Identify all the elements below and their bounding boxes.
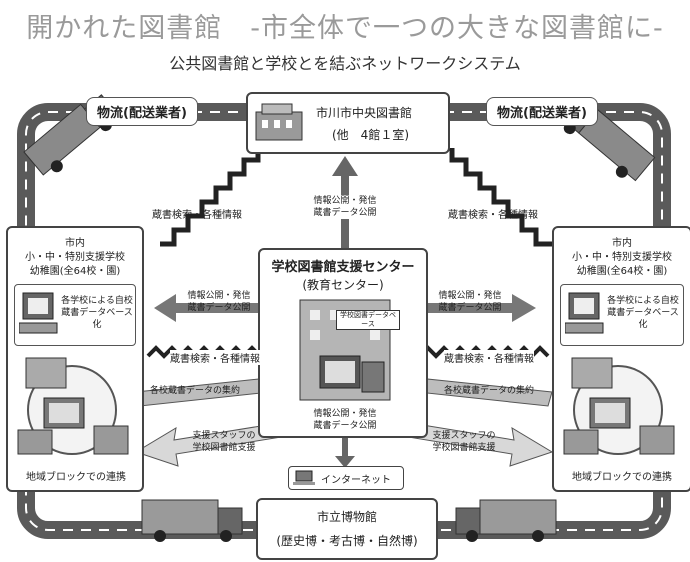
- arrow-up-head: [332, 156, 358, 176]
- stair-right: [449, 148, 552, 247]
- school-box-right: 市内 小・中・特別支援学校 幼稚園(全64校・園) 各学校による自校蔵書データベ…: [552, 226, 690, 492]
- label-data-left: 各校蔵書データの集約: [150, 386, 241, 396]
- label-support-right: 支援スタッフの 学校図書館支援: [432, 431, 496, 453]
- school-left-line2: 小・中・特別支援学校: [25, 252, 125, 263]
- library-building-icon: [255, 103, 303, 141]
- logistics-label-right: 物流(配送業者): [486, 97, 598, 126]
- page-subtitle: 公共図書館と学校とを結ぶネットワークシステム: [169, 54, 521, 73]
- school-right-db-panel: 各学校による自校蔵書データベース化: [560, 284, 684, 346]
- label-center-to-right: 情報公開・発信 蔵書データ公開: [438, 291, 502, 313]
- school-left-line1: 市内: [65, 238, 85, 249]
- central-library-name: 市川市中央図書館: [316, 106, 413, 120]
- label-search-left-top: 蔵書検索・各種情報: [152, 210, 242, 221]
- museum-name: 市立博物館: [316, 510, 377, 524]
- school-box-left: 市内 小・中・特別支援学校 幼稚園(全64校・園) 各学校による自校蔵書データベ…: [6, 226, 144, 492]
- school-left-block: 地域ブロックでの連携: [26, 472, 126, 483]
- school-left-db-panel: 各学校による自校蔵書データベース化: [14, 284, 136, 346]
- label-center-to-library: 情報公開・発信 蔵書データ公開: [300, 195, 390, 219]
- label-search-right-mid: 蔵書検索・各種情報: [444, 350, 534, 365]
- label-search-left-mid: 蔵書検索・各種情報: [170, 350, 260, 365]
- label-center-to-left: 情報公開・発信 蔵書データ公開: [187, 291, 251, 313]
- school-left-db-note: 各学校による自校蔵書データベース化: [61, 296, 133, 330]
- arrow-right-head: [512, 294, 536, 322]
- school-right-line1: 市内: [612, 238, 632, 249]
- support-center-title: 学校図書館支援センター: [271, 260, 415, 275]
- central-library-sub: (他 4館１室): [332, 128, 409, 142]
- page-title: 開かれた図書館 -市全体で一つの大きな図書館に-: [26, 13, 664, 44]
- truck-icon-bottom-right: [455, 499, 557, 542]
- computer-icon: [565, 292, 604, 334]
- school-right-line3: 幼稚園(全64校・園): [576, 266, 668, 277]
- school-right-block: 地域ブロックでの連携: [572, 472, 672, 483]
- school-right-db-note: 各学校による自校蔵書データベース化: [607, 296, 679, 330]
- label-support-left: 支援スタッフの 学校図書館支援: [192, 431, 256, 453]
- stair-left: [160, 148, 261, 247]
- support-center-box: 学校図書館支援センター (教育センター) 学校図書データベース: [258, 248, 428, 438]
- school-left-line3: 幼稚園(全64校・園): [29, 266, 121, 277]
- computer-icon: [19, 292, 58, 334]
- school-right-line2: 小・中・特別支援学校: [572, 252, 672, 263]
- screen-label: 学校図書データベース: [336, 310, 400, 330]
- internet-box: インターネット: [288, 466, 404, 490]
- school-left-illustration: [17, 357, 129, 455]
- label-center-to-internet: 情報公開・発信 蔵書データ公開: [300, 408, 390, 432]
- truck-icon-bottom-left: [141, 499, 243, 542]
- support-center-sub: (教育センター): [302, 278, 384, 292]
- central-library-box: 市川市中央図書館 (他 4館１室): [246, 92, 450, 154]
- museum-box: 市立博物館 (歴史博・考古博・自然博): [256, 498, 438, 560]
- computer-icon: [293, 470, 315, 485]
- school-right-illustration: [563, 357, 675, 455]
- internet-label: インターネット: [321, 475, 391, 486]
- arrow-down-head: [335, 456, 355, 468]
- museum-sub: (歴史博・考古博・自然博): [276, 534, 418, 548]
- arrow-left-head: [154, 294, 176, 322]
- label-search-right-top: 蔵書検索・各種情報: [448, 210, 538, 221]
- label-data-right: 各校蔵書データの集約: [444, 386, 535, 396]
- logistics-label-left: 物流(配送業者): [86, 97, 198, 126]
